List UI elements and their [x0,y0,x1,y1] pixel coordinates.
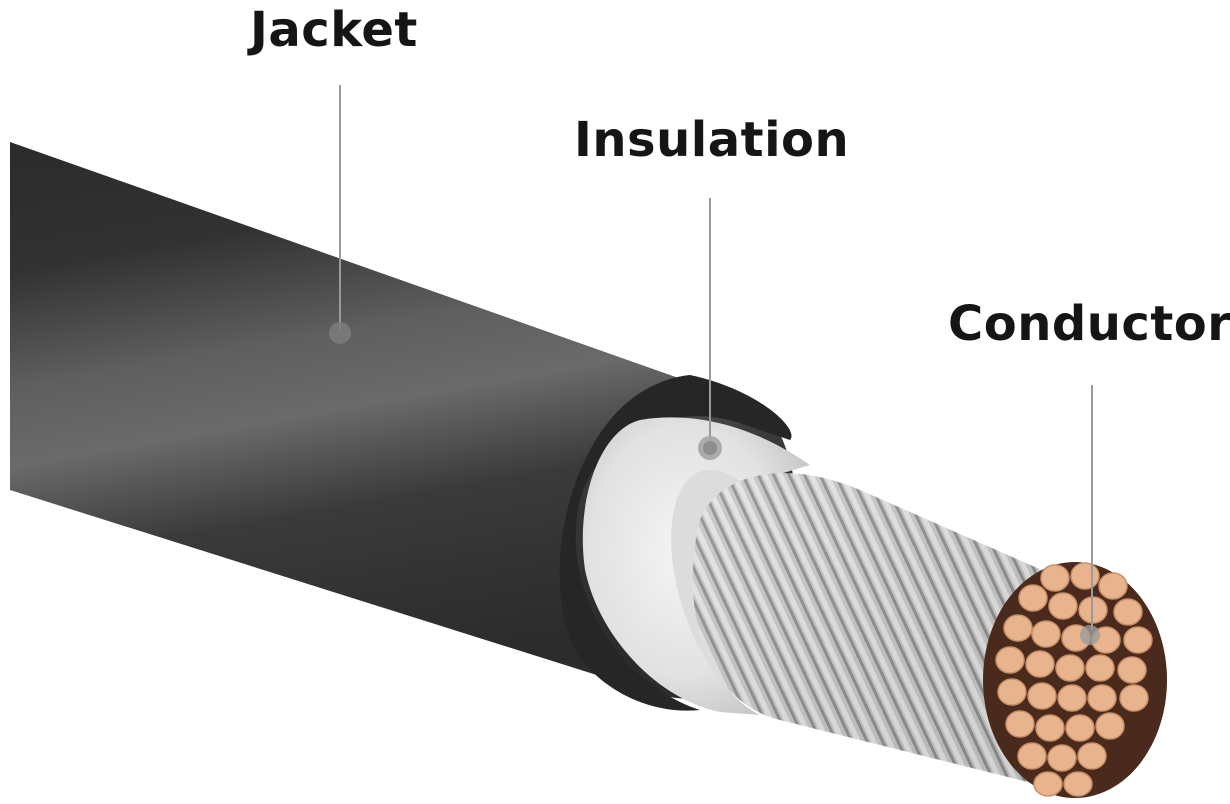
label-conductor: Conductor [948,296,1230,352]
label-jacket: Jacket [250,2,418,58]
leader-jacket [329,85,351,344]
label-insulation: Insulation [574,112,850,168]
conductor-core [983,562,1167,798]
leader-insulation [698,198,722,460]
leader-conductor [1080,385,1100,645]
